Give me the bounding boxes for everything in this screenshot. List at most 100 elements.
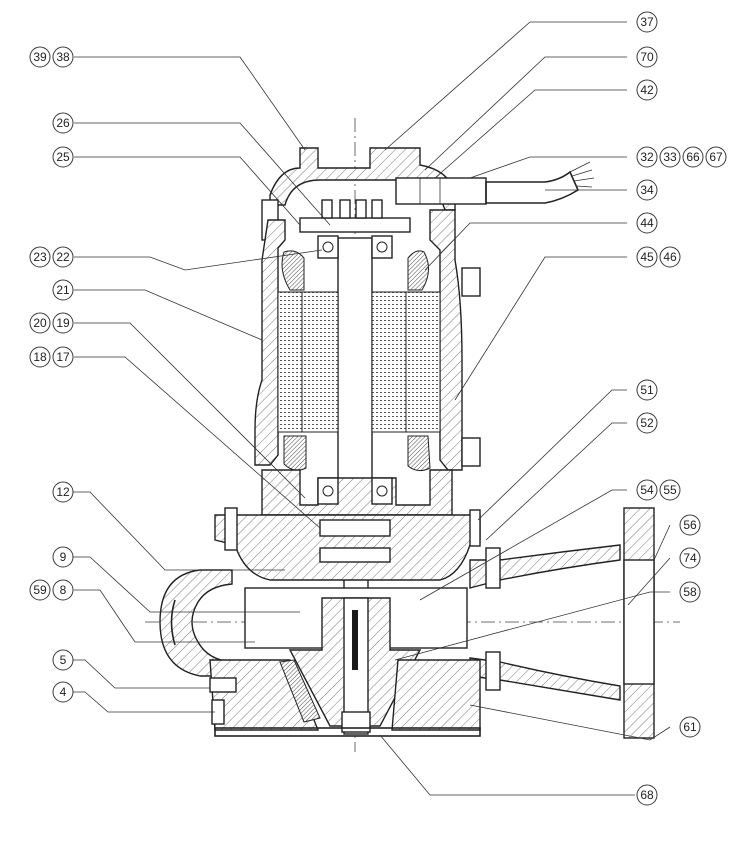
leader-9	[63, 556, 300, 613]
flange-bolt-right	[469, 509, 481, 547]
callout-12: 12	[52, 481, 74, 503]
leader-58	[394, 591, 670, 661]
volute-casing	[159, 569, 233, 677]
cable-gland	[395, 177, 487, 205]
callout-label-67: 67	[709, 150, 723, 164]
callout-label-38: 38	[56, 50, 70, 64]
mechanical-seal-lower	[319, 547, 391, 563]
leader-20-19	[74, 322, 306, 499]
callout-label-33: 33	[663, 150, 677, 164]
oil-plug-upper	[461, 267, 481, 297]
callout-label-45: 45	[640, 250, 654, 264]
leader-45-46	[454, 256, 627, 401]
callout-74: 74	[679, 547, 701, 569]
base-bolt-left	[209, 677, 237, 693]
leader-54-55	[419, 489, 627, 601]
discharge-bolt-top	[485, 547, 501, 589]
leader-44	[424, 222, 627, 271]
callout-label-61: 61	[683, 720, 697, 734]
callout-label-5: 5	[60, 653, 67, 667]
pump-body	[145, 118, 680, 752]
callout-label-59: 59	[33, 583, 47, 597]
callout-label-58: 58	[683, 585, 697, 599]
flange-bolt-left	[224, 507, 238, 551]
discharge-opening	[623, 559, 655, 685]
impeller-nut	[341, 711, 371, 733]
leader-4	[63, 691, 215, 713]
lower-winding-head-right	[407, 435, 431, 472]
callout-label-74: 74	[683, 551, 697, 565]
callout-label-25: 25	[56, 150, 70, 164]
callout-label-12: 12	[56, 485, 70, 499]
leader-26	[74, 122, 331, 226]
callout-label-21: 21	[56, 283, 70, 297]
callout-label-44: 44	[640, 216, 654, 230]
leader-68	[379, 734, 635, 796]
leader-42	[434, 89, 627, 179]
lower-winding-head-left	[283, 435, 307, 471]
callout-52: 52	[636, 412, 658, 434]
leader-61	[469, 704, 671, 741]
leader-51	[477, 389, 627, 521]
callout-label-46: 46	[663, 250, 677, 264]
callout-61: 61	[679, 716, 701, 738]
motor-housing-right	[429, 209, 463, 471]
callouts: 39 38 26 25 23 22 21 20 19 18 17 12 9	[29, 11, 727, 806]
callout-label-8: 8	[60, 583, 67, 597]
callout-56: 56	[679, 514, 701, 536]
terminal-board	[299, 217, 411, 233]
leader-21	[74, 289, 263, 341]
terminal-studs	[321, 199, 383, 219]
leader-59-8	[74, 589, 255, 643]
callout-18-17: 18 17	[29, 346, 74, 368]
callout-37: 37	[636, 11, 658, 33]
rotor-core-right	[371, 291, 407, 433]
leader-70	[424, 56, 627, 171]
leader-5	[63, 659, 210, 689]
callout-label-39: 39	[33, 50, 47, 64]
leader-25	[74, 156, 301, 226]
callout-label-18: 18	[33, 350, 47, 364]
callout-label-51: 51	[640, 383, 654, 397]
callout-label-22: 22	[56, 250, 70, 264]
base-plate	[214, 727, 481, 737]
callout-39-38: 39 38	[29, 46, 74, 68]
callout-4: 4	[52, 681, 74, 703]
callout-label-55: 55	[663, 483, 677, 497]
lower-bearing	[317, 477, 393, 505]
leader-32-33-66-67	[469, 156, 627, 179]
leader-37	[384, 21, 627, 151]
callout-21: 21	[52, 279, 74, 301]
leader-18-17	[74, 356, 321, 529]
callout-5: 5	[52, 649, 74, 671]
leader-lines	[63, 21, 671, 796]
cable-wires	[569, 161, 595, 188]
callout-44: 44	[636, 212, 658, 234]
callout-label-17: 17	[56, 350, 70, 364]
leader-56	[653, 524, 671, 561]
callout-label-20: 20	[33, 316, 47, 330]
callout-label-9: 9	[60, 550, 67, 564]
callout-label-23: 23	[33, 250, 47, 264]
upper-winding-head-right	[407, 250, 429, 291]
volute-inner-line	[170, 599, 176, 646]
callout-58: 58	[679, 581, 701, 603]
callout-68: 68	[636, 784, 658, 806]
oil-plug-lower	[461, 437, 481, 467]
impeller-key	[352, 610, 358, 670]
leader-23-22	[74, 249, 323, 271]
callout-70: 70	[636, 46, 658, 68]
callout-34: 34	[636, 179, 658, 201]
callout-label-32: 32	[640, 150, 654, 164]
leader-12	[63, 491, 285, 571]
callout-label-19: 19	[56, 316, 70, 330]
callout-label-70: 70	[640, 50, 654, 64]
callout-label-42: 42	[640, 83, 654, 97]
callout-32-33-66-67: 32 33 66 67	[636, 146, 727, 168]
leader-74	[627, 557, 671, 606]
upper-bearing	[317, 235, 393, 259]
callout-label-56: 56	[683, 518, 697, 532]
callout-label-54: 54	[640, 483, 654, 497]
callout-51: 51	[636, 379, 658, 401]
